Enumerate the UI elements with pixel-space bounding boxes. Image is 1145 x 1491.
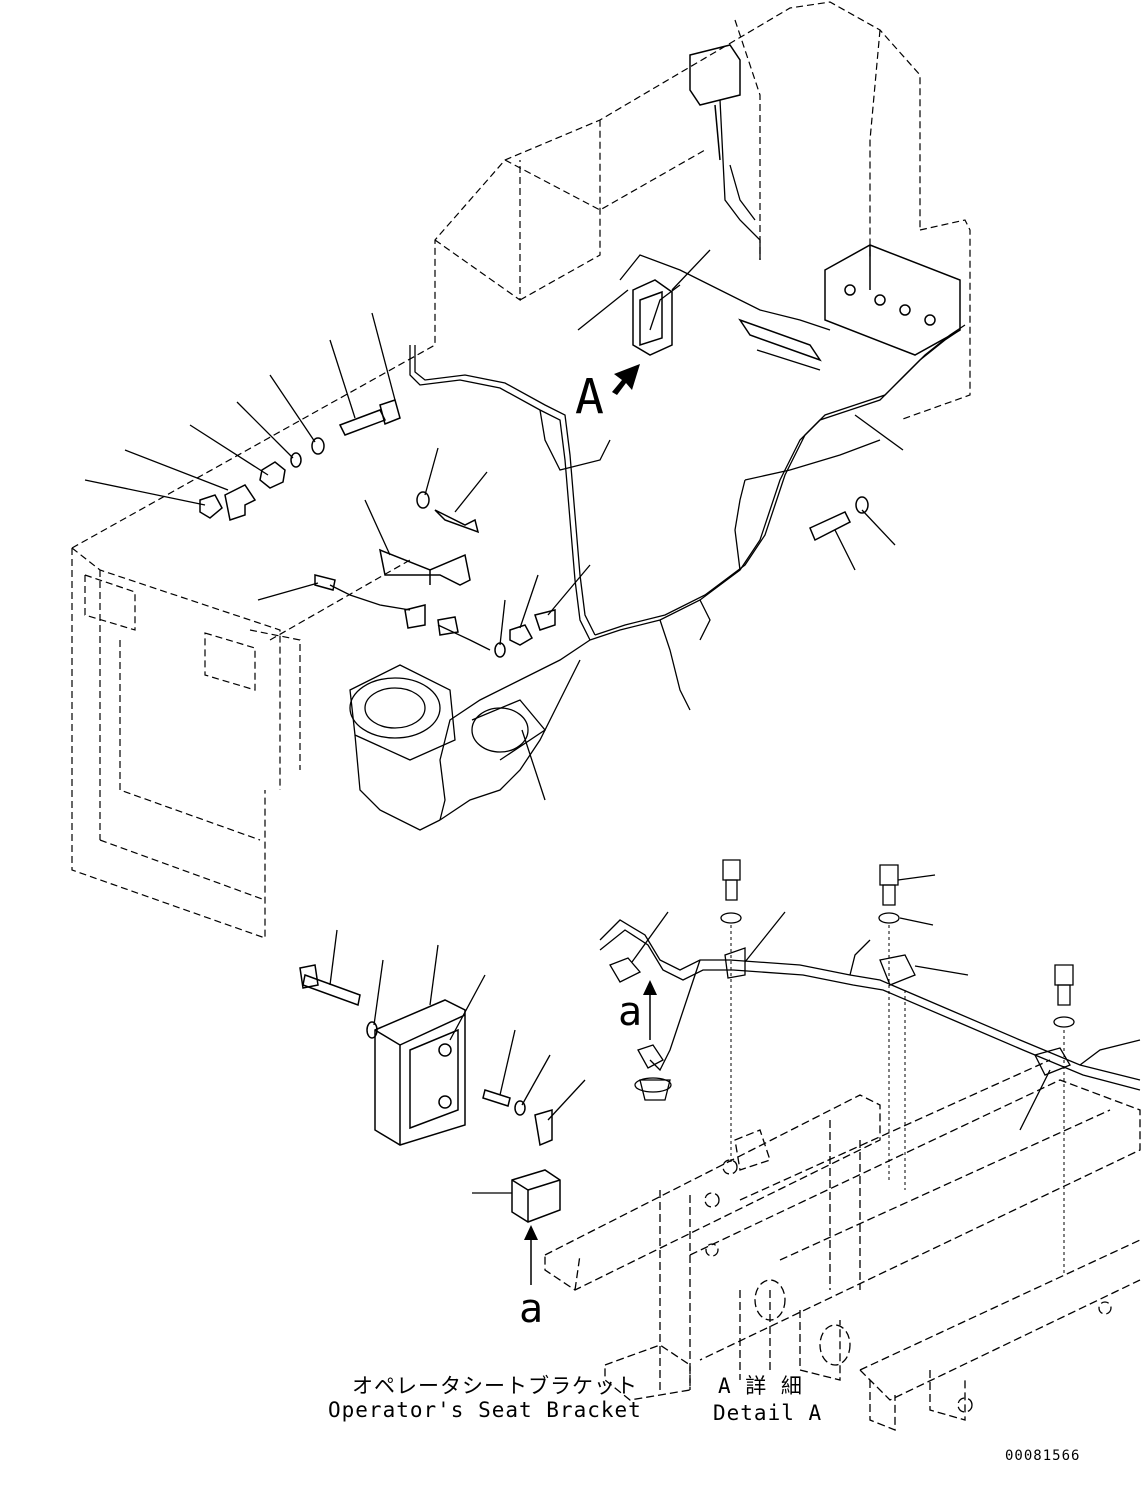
detail-letter-upper-label: a [618, 989, 642, 1035]
caption-right-english: Detail A [713, 1401, 822, 1425]
wire-harness [329, 99, 966, 821]
hardware-parts [199, 399, 869, 658]
arrow-a-upper: a [618, 980, 657, 1040]
caption-detail-a: A 詳 細 Detail A [713, 1374, 822, 1425]
machine-body-outline [71, 1, 971, 939]
relay-detail-parts [299, 964, 561, 1223]
fuse-box-component [632, 44, 961, 362]
view-letter-label: A [575, 369, 604, 425]
leader-lines-lower-left [329, 929, 586, 1194]
bolt-center-lines [730, 925, 1065, 1275]
drawing-number: 00081566 [1005, 1448, 1080, 1464]
caption-left-english: Operator's Seat Bracket [328, 1398, 642, 1422]
caption-operator-seat-bracket: オペレータシートブラケット Operator's Seat Bracket [328, 1374, 642, 1422]
seat-bracket-frame [544, 1059, 1141, 1431]
view-arrow-a: A [575, 364, 640, 425]
arrow-a-lower: a [519, 1225, 543, 1332]
leader-lines-upper [84, 249, 904, 801]
caption-left-japanese: オペレータシートブラケット [352, 1374, 638, 1398]
leader-lines-lower-right [631, 874, 1051, 1131]
alternator-assembly [349, 664, 546, 831]
caption-right-japanese: A 詳 細 [718, 1374, 803, 1398]
detail-harness [599, 859, 1141, 1101]
detail-letter-lower-label: a [519, 1286, 543, 1332]
